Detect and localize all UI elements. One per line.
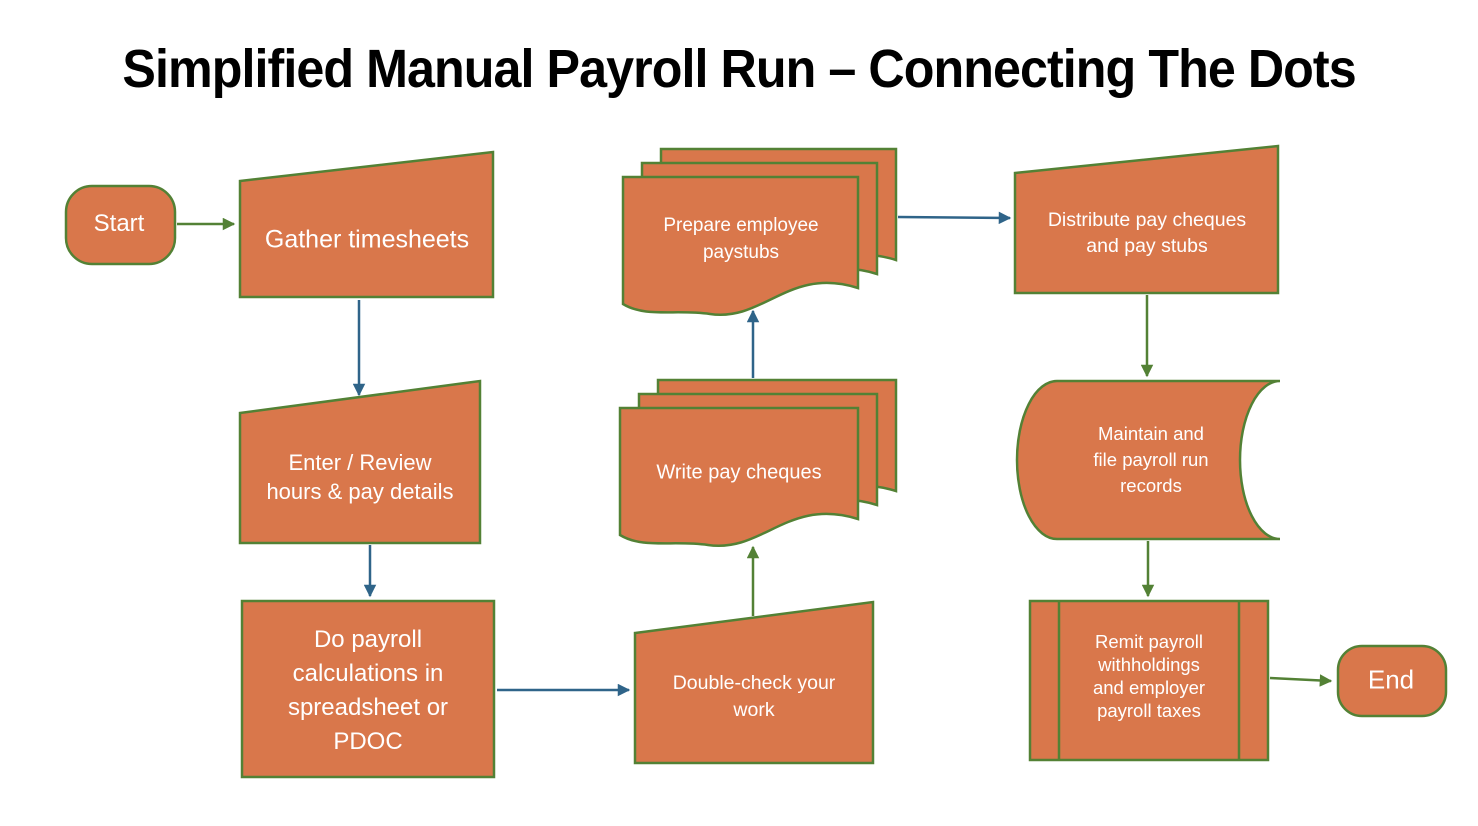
doublecheck-manual-input-shape	[633, 600, 875, 765]
maintain-label-line: records	[1120, 475, 1182, 496]
distribute-label-line: and pay stubs	[1086, 235, 1208, 257]
gather-manual-input-shape	[238, 150, 495, 299]
start-terminator-shape	[64, 184, 177, 266]
remit-label-line: payroll taxes	[1097, 700, 1201, 721]
remit-predefined-process-shape	[1028, 599, 1270, 762]
write-label: Write pay cheques	[656, 461, 822, 484]
diagram-title: Simplified Manual Payroll Run – Connecti…	[122, 39, 1356, 99]
prepare-label-line: Prepare employee	[663, 215, 819, 236]
arrow-remit-to-end	[1269, 674, 1333, 687]
prepare-multidoc-front-shape	[621, 175, 860, 317]
distribute-label-line: Distribute pay cheques	[1047, 209, 1247, 231]
remit-label-line: Remit payroll	[1095, 631, 1203, 652]
calc-label-line: Do payroll	[313, 626, 423, 653]
maintain-label: Maintain and file payroll run records	[1093, 421, 1208, 499]
remit-label: Remit payroll withholdings and employer …	[1093, 630, 1205, 722]
start-label: Start	[93, 210, 145, 237]
gather-label: Gather timesheets	[264, 225, 470, 254]
enter-label-line: Enter / Review	[288, 450, 432, 475]
write-multidoc-front-shape	[618, 406, 860, 548]
doublecheck-label: Double-check your work	[673, 670, 836, 724]
enter-label: Enter / Review hours & pay details	[266, 448, 453, 506]
maintain-label-line: Maintain and	[1098, 423, 1204, 444]
arrow-prepare-to-distribute	[897, 211, 1012, 225]
maintain-label-line: file payroll run	[1093, 449, 1209, 470]
enter-manual-input-shape	[238, 379, 482, 545]
remit-label-line: and employer	[1092, 677, 1206, 698]
end-terminator-shape	[1336, 644, 1448, 718]
maintain-stored-data-shape	[1015, 379, 1281, 541]
calc-label: Do payroll calculations in spreadsheet o…	[288, 623, 448, 759]
prepare-label-line: paystubs	[702, 242, 780, 263]
calc-label-line: PDOC	[333, 728, 403, 755]
remit-label-line: withholdings	[1098, 654, 1200, 675]
distribute-label: Distribute pay cheques and pay stubs	[1048, 207, 1246, 259]
end-label: End	[1367, 664, 1415, 695]
doublecheck-label-line: Double-check your	[672, 672, 836, 694]
calc-process-shape	[240, 599, 496, 779]
prepare-label: Prepare employee paystubs	[663, 212, 818, 266]
title-bar: Simplified Manual Payroll Run – Connecti…	[0, 38, 1478, 100]
calc-label-line: spreadsheet or	[287, 694, 449, 721]
doublecheck-label-line: work	[733, 699, 775, 721]
distribute-manual-input-shape	[1013, 144, 1280, 295]
calc-label-line: calculations in	[292, 660, 444, 687]
enter-label-line: hours & pay details	[266, 479, 454, 504]
